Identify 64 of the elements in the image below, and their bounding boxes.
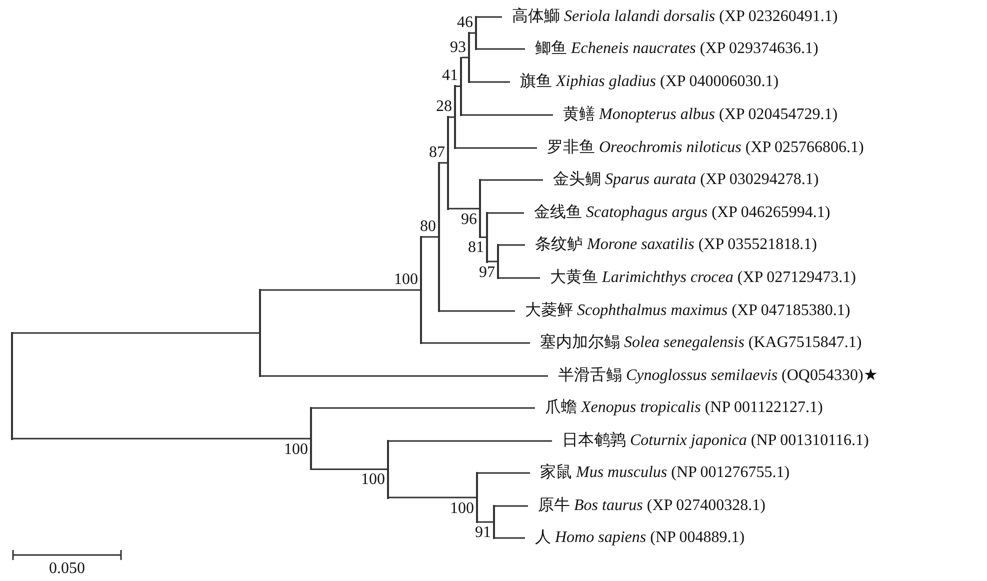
branch-line: [13, 332, 259, 334]
bootstrap-value: 91: [475, 524, 491, 542]
branch-line: [312, 407, 535, 409]
species-label: 黄鳝 Monopterus albus (XP 020454729.1): [553, 105, 838, 125]
species-label: 大黄鱼 Larimichthys crocea (XP 027129473.1): [540, 268, 856, 288]
branch-line: [470, 81, 510, 83]
species-label: 金头鲷 Sparus aurata (XP 030294278.1): [543, 170, 819, 190]
species-label: 人 Homo sapiens (NP 004889.1): [525, 528, 745, 548]
branch-line: [488, 260, 497, 262]
species-label: 条纹鲈 Morone saxatilis (XP 035521818.1): [525, 235, 817, 255]
branch-line: [440, 162, 447, 164]
branch-line: [449, 208, 479, 210]
bootstrap-value: 87: [429, 144, 445, 162]
bootstrap-value: 96: [461, 210, 477, 229]
bootstrap-value: 100: [394, 270, 418, 289]
bootstrap-value: 93: [450, 38, 466, 56]
branch-line: [499, 277, 540, 279]
species-label: 大菱鲆 Scophthalmus maximus (XP 047185380.1): [515, 301, 850, 321]
branch-line: [389, 496, 476, 498]
branch-line: [456, 147, 537, 149]
species-label: 原牛 Bos taurus (XP 027400328.1): [528, 496, 766, 516]
species-label: 爪蟾 Xenopus tropicalis (NP 001122127.1): [535, 398, 823, 418]
scale-value: 0.050: [49, 560, 85, 578]
branch-line: [456, 86, 460, 87]
branch-line: [477, 48, 525, 50]
species-label: 金线鱼 Scatophagus argus (XP 046265994.1): [524, 203, 830, 223]
bootstrap-value: 100: [450, 500, 474, 518]
branch-line: [422, 342, 530, 344]
branch-line: [261, 375, 548, 377]
branch-line: [312, 468, 387, 470]
branch-line: [13, 438, 310, 440]
bootstrap-value: 80: [420, 218, 436, 236]
species-label: 罗非鱼 Oreochromis niloticus (XP 025766806.1): [537, 138, 864, 158]
branch-line: [422, 236, 438, 238]
branch-line: [481, 179, 543, 181]
species-label: 日本鹌鹑 Coturnix japonica (NP 001310116.1): [552, 431, 869, 451]
branch-line: [470, 32, 475, 34]
bootstrap-value: 100: [361, 471, 385, 490]
branch-line: [261, 289, 420, 291]
bootstrap-value: 28: [436, 98, 452, 116]
bootstrap-value: 81: [468, 239, 484, 258]
branch-line: [478, 521, 493, 523]
branch-line: [499, 244, 525, 246]
species-label: 旗鱼 Xiphias gladius (XP 040006030.1): [510, 72, 779, 92]
branch-line: [478, 472, 530, 474]
branch-line: [449, 116, 454, 118]
branch-line: [389, 440, 552, 442]
bootstrap-value: 41: [442, 67, 458, 86]
branch-line: [481, 236, 486, 238]
branch-line: [462, 114, 553, 116]
branch-line: [462, 56, 468, 58]
species-label: 高体鰤 Seriola lalandi dorsalis (XP 023260491.1): [502, 7, 838, 27]
species-label: 塞内加尔鳎 Solea senegalensis (KAG7515847.1): [530, 333, 862, 353]
branch-line: [495, 537, 525, 539]
branch-line: [495, 505, 528, 507]
bootstrap-value: 97: [479, 264, 495, 282]
species-label: 半滑舌鳎 Cynoglossus semilaevis (OQ054330)★: [548, 366, 878, 386]
branch-line: [477, 16, 502, 18]
bootstrap-value: 46: [457, 14, 473, 32]
species-label: 家鼠 Mus musculus (NP 001276755.1): [530, 463, 790, 483]
bootstrap-value: 100: [284, 440, 308, 459]
branch-line: [488, 212, 524, 214]
species-label: 鲫鱼 Echeneis naucrates (XP 029374636.1): [525, 39, 818, 59]
branch-line: [440, 310, 515, 312]
